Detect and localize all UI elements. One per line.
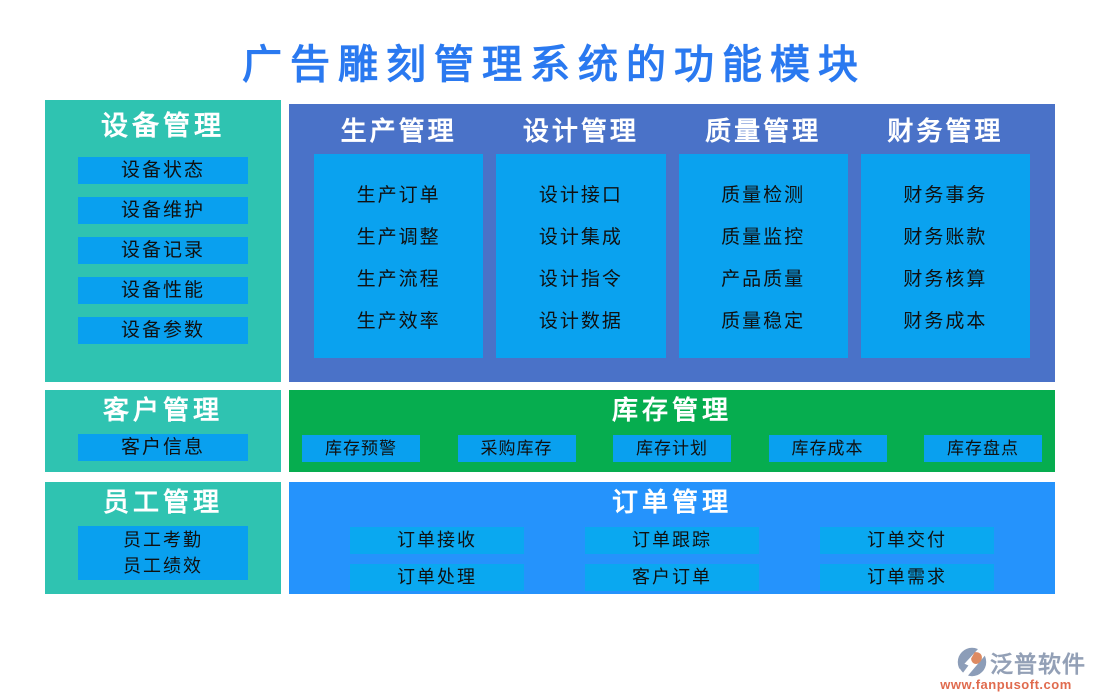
quality-card: 质量检测 质量监控 产品质量 质量稳定 [678, 154, 848, 358]
equipment-panel: 设备管理 设备状态 设备维护 设备记录 设备性能 设备参数 [45, 100, 281, 382]
design-item[interactable]: 设计接口 [538, 184, 623, 206]
order-item-receive[interactable]: 订单接收 [350, 527, 524, 554]
column-production-title: 生产管理 [340, 117, 457, 146]
inventory-item-purchase[interactable]: 采购库存 [457, 435, 576, 462]
finance-card: 财务事务 财务账款 财务核算 财务成本 [860, 154, 1030, 358]
inventory-item-cost[interactable]: 库存成本 [768, 435, 887, 462]
order-items-row: 订单接收 订单跟踪 订单交付 [289, 527, 1055, 554]
inventory-item-stocktake[interactable]: 库存盘点 [924, 435, 1042, 462]
order-item-process[interactable]: 订单处理 [350, 564, 524, 591]
production-item[interactable]: 生产订单 [356, 184, 441, 206]
customer-panel: 客户管理 客户信息 [45, 390, 281, 472]
order-item-demand[interactable]: 订单需求 [820, 564, 994, 591]
inventory-panel-title: 库存管理 [611, 396, 732, 425]
finance-item[interactable]: 财务成本 [903, 310, 988, 332]
order-item-deliver[interactable]: 订单交付 [820, 527, 994, 554]
order-panel: 订单管理 订单接收 订单跟踪 订单交付 订单处理 客户订单 订单需求 [289, 482, 1055, 594]
employee-panel: 员工管理 员工考勤 员工绩效 [45, 482, 281, 594]
column-quality: 质量管理 质量检测 质量监控 产品质量 质量稳定 [678, 110, 848, 358]
equipment-item-maintenance[interactable]: 设备维护 [78, 197, 248, 224]
finance-item[interactable]: 财务账款 [903, 226, 988, 248]
column-quality-title: 质量管理 [705, 117, 822, 146]
brand-name: 泛普软件 [990, 651, 1086, 677]
order-items-row: 订单处理 客户订单 订单需求 [289, 564, 1055, 591]
employee-item-group: 员工考勤 员工绩效 [78, 526, 248, 580]
quality-item[interactable]: 产品质量 [721, 268, 806, 290]
column-production: 生产管理 生产订单 生产调整 生产流程 生产效率 [314, 110, 484, 358]
design-item[interactable]: 设计数据 [538, 310, 623, 332]
column-design-title: 设计管理 [522, 117, 639, 146]
order-item-customer-order[interactable]: 客户订单 [585, 564, 759, 591]
inventory-items-row: 库存预警 采购库存 库存计划 库存成本 库存盘点 [289, 429, 1055, 462]
equipment-item-parameters[interactable]: 设备参数 [78, 317, 248, 344]
customer-item-info[interactable]: 客户信息 [78, 434, 248, 461]
design-item[interactable]: 设计指令 [538, 268, 623, 290]
employee-item-performance[interactable]: 员工绩效 [123, 556, 203, 576]
brand-url[interactable]: www.fanpusoft.com [940, 677, 1072, 692]
main-modules-panel: 生产管理 生产订单 生产调整 生产流程 生产效率 设计管理 设计接口 设计集成 … [289, 104, 1055, 382]
column-design: 设计管理 设计接口 设计集成 设计指令 设计数据 [496, 110, 666, 358]
design-item[interactable]: 设计集成 [538, 226, 623, 248]
inventory-panel: 库存管理 库存预警 采购库存 库存计划 库存成本 库存盘点 [289, 390, 1055, 472]
employee-item-attendance[interactable]: 员工考勤 [123, 530, 203, 550]
finance-item[interactable]: 财务核算 [903, 268, 988, 290]
equipment-item-status[interactable]: 设备状态 [78, 157, 248, 184]
quality-item[interactable]: 质量稳定 [721, 310, 806, 332]
equipment-item-performance[interactable]: 设备性能 [78, 277, 248, 304]
production-item[interactable]: 生产效率 [356, 310, 441, 332]
finance-item[interactable]: 财务事务 [903, 184, 988, 206]
column-finance-title: 财务管理 [887, 117, 1004, 146]
equipment-item-records[interactable]: 设备记录 [78, 237, 248, 264]
column-finance: 财务管理 财务事务 财务账款 财务核算 财务成本 [860, 110, 1030, 358]
order-panel-title: 订单管理 [611, 488, 732, 517]
order-item-track[interactable]: 订单跟踪 [585, 527, 759, 554]
quality-item[interactable]: 质量检测 [721, 184, 806, 206]
inventory-item-plan[interactable]: 库存计划 [613, 435, 731, 462]
quality-item[interactable]: 质量监控 [721, 226, 806, 248]
production-card: 生产订单 生产调整 生产流程 生产效率 [314, 154, 484, 358]
page-title: 广告雕刻管理系统的功能模块 [242, 42, 866, 87]
equipment-panel-title: 设备管理 [101, 111, 225, 141]
footer-brand: 泛普软件 www.fanpusoft.com [926, 645, 1086, 692]
brand-logo-icon [956, 646, 988, 678]
customer-panel-title: 客户管理 [102, 396, 223, 425]
production-item[interactable]: 生产调整 [356, 226, 441, 248]
production-item[interactable]: 生产流程 [356, 268, 441, 290]
employee-panel-title: 员工管理 [102, 488, 223, 517]
inventory-item-warning[interactable]: 库存预警 [302, 435, 420, 462]
design-card: 设计接口 设计集成 设计指令 设计数据 [496, 154, 666, 358]
